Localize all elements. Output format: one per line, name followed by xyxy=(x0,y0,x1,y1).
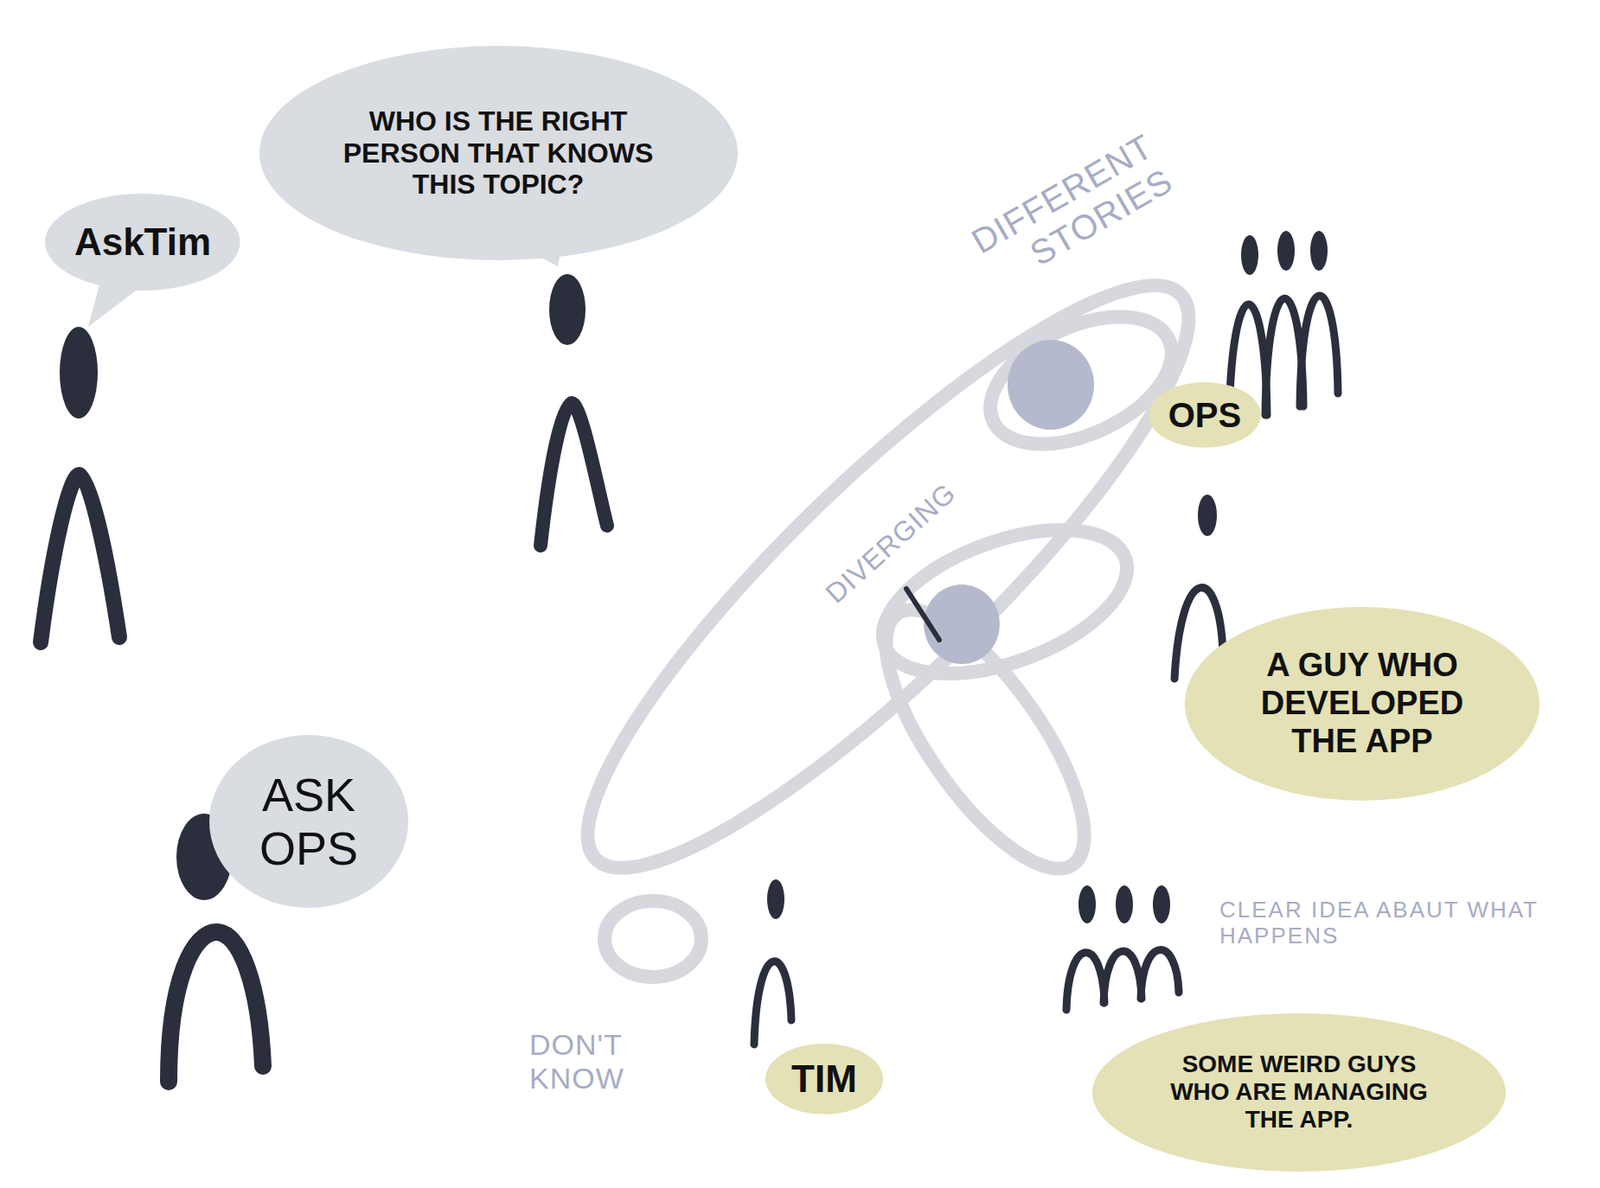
oval-label: SOME WEIRD GUYS WHO ARE MANAGING THE APP… xyxy=(1160,1050,1438,1135)
figure-body xyxy=(1299,295,1338,407)
figure-body xyxy=(754,961,792,1045)
figure-head xyxy=(767,879,785,920)
name-oval-fill xyxy=(1148,382,1261,448)
oval-label: TIM xyxy=(791,1057,858,1102)
text-group: TIM xyxy=(791,1057,858,1102)
oval-label: A GUY WHO DEVELOPED THE APP xyxy=(1232,646,1492,761)
story-blob xyxy=(923,584,1000,665)
name-oval: OPS xyxy=(1148,382,1261,448)
figure-body xyxy=(168,932,263,1082)
heads xyxy=(59,230,1328,924)
dont-know-loop xyxy=(604,901,702,978)
figure-head xyxy=(1078,885,1096,924)
bodies xyxy=(40,295,1338,1082)
text-group: AskTim xyxy=(74,220,212,265)
figure-body xyxy=(1066,953,1105,1011)
name-oval: SOME WEIRD GUYS WHO ARE MANAGING THE APP… xyxy=(1092,1013,1506,1172)
speech-bubble: ASK OPS xyxy=(209,735,409,909)
text-group: SOME WEIRD GUYS WHO ARE MANAGING THE APP… xyxy=(1160,1050,1438,1135)
figure-head xyxy=(59,326,98,419)
bubble-text: WHO IS THE RIGHT PERSON THAT KNOWS THIS … xyxy=(320,105,676,201)
name-oval-fill xyxy=(1092,1013,1506,1172)
speech-bubble: AskTim xyxy=(44,193,241,291)
figure-body xyxy=(40,474,120,643)
figure-head xyxy=(549,274,586,346)
story-loop xyxy=(970,290,1191,470)
name-oval: A GUY WHO DEVELOPED THE APP xyxy=(1184,607,1540,801)
speech-bubble-fill xyxy=(44,193,241,291)
note-label: DIFFERENT STORIES xyxy=(918,122,1184,324)
speech-bubble: WHO IS THE RIGHT PERSON THAT KNOWS THIS … xyxy=(259,45,738,261)
story-blob xyxy=(1007,339,1095,430)
text-group: OPS xyxy=(1168,395,1242,436)
text-group: A GUY WHO DEVELOPED THE APP xyxy=(1232,646,1492,761)
name-oval: TIM xyxy=(765,1043,884,1115)
bubble-text: AskTim xyxy=(74,220,212,265)
story-loop xyxy=(851,582,1120,898)
figure-head xyxy=(1115,885,1133,924)
oval-label: OPS xyxy=(1168,395,1242,436)
figure-head xyxy=(1152,885,1171,924)
figure-body xyxy=(1103,951,1142,1004)
figure-body xyxy=(540,403,608,546)
name-oval-fill xyxy=(1184,607,1540,801)
loops xyxy=(526,223,1250,978)
name-oval-fill xyxy=(765,1043,884,1115)
speech-bubble-fill xyxy=(209,735,409,909)
figure-head xyxy=(1310,230,1328,271)
figure-head xyxy=(1197,494,1217,537)
note-label: DON'T KNOW xyxy=(525,1026,663,1098)
note-label: CLEAR IDEA ABAUT WHAT HAPPENS xyxy=(1216,896,1552,952)
text-group: ASK OPS xyxy=(243,768,374,876)
figure-head xyxy=(1277,230,1295,271)
speech-bubble-shape xyxy=(209,735,409,909)
speech-bubble-fill xyxy=(259,45,738,261)
bubble-text: ASK OPS xyxy=(243,768,374,876)
note-label: DIVERGING xyxy=(806,463,977,622)
figure-head xyxy=(1241,235,1259,276)
text-group: WHO IS THE RIGHT PERSON THAT KNOWS THIS … xyxy=(320,105,676,201)
figure-body xyxy=(1140,950,1179,999)
tick-mark xyxy=(906,588,940,640)
diverging-loop xyxy=(526,223,1250,931)
